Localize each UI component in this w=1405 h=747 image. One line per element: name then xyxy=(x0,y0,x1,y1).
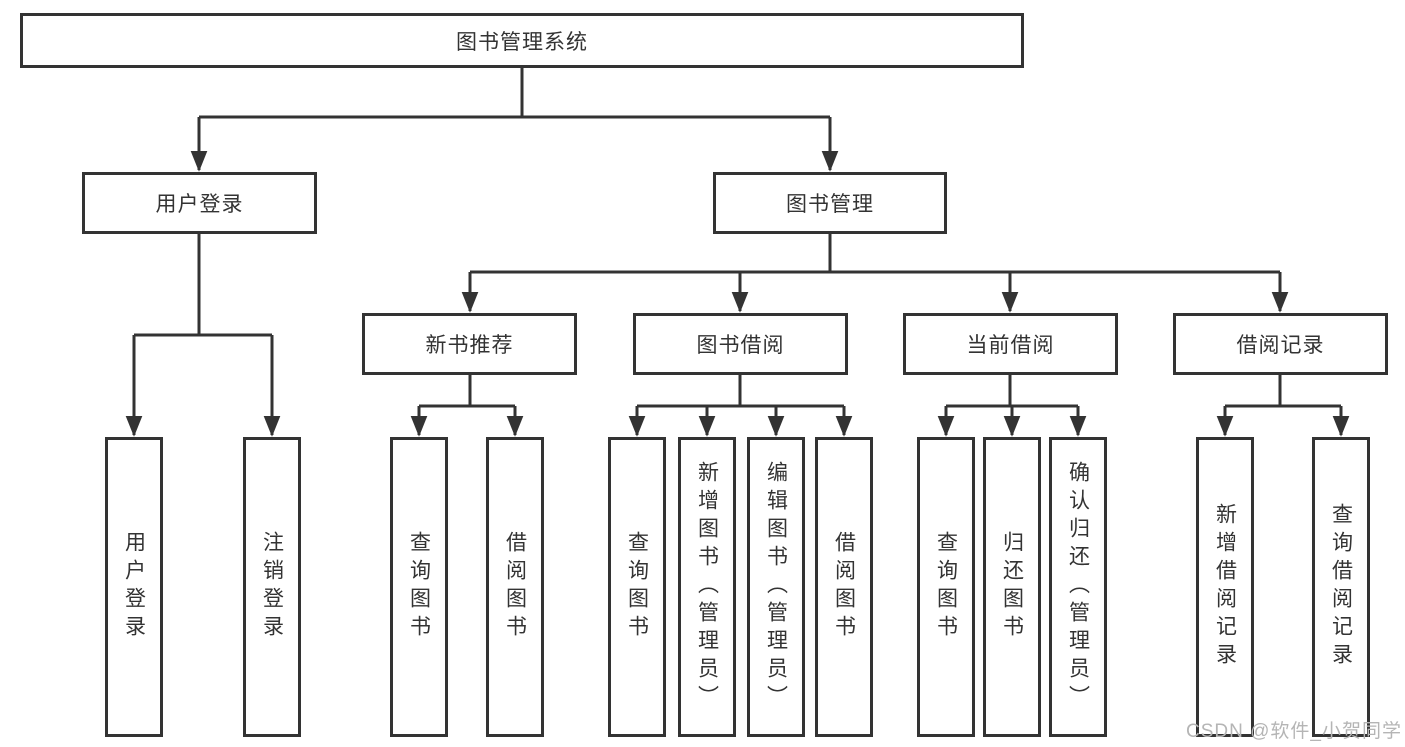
node-label: 图书管理 xyxy=(786,193,874,216)
node-leaf-query-books-1: 查询图书 xyxy=(390,437,448,737)
node-leaf-logout: 注销登录 xyxy=(243,437,301,737)
node-label: 图书借阅 xyxy=(696,334,785,357)
node-book-management-branch: 图书管理 xyxy=(713,172,947,234)
node-label: 归还图书 xyxy=(1000,531,1024,643)
node-leaf-return-book: 归还图书 xyxy=(983,437,1041,737)
node-label: 当前借阅 xyxy=(966,334,1055,357)
node-borrow-records-group: 借阅记录 xyxy=(1173,313,1388,375)
node-label: 借阅图书 xyxy=(503,531,527,643)
node-new-book-recommend-group: 新书推荐 xyxy=(362,313,577,375)
node-leaf-query-books-3: 查询图书 xyxy=(917,437,975,737)
node-label: 编辑图书（管理员） xyxy=(764,461,788,713)
node-label: 用户登录 xyxy=(122,531,146,643)
node-label: 注销登录 xyxy=(260,531,284,643)
node-book-borrow-group: 图书借阅 xyxy=(633,313,848,375)
node-label: 查询图书 xyxy=(934,531,958,643)
node-label: 查询图书 xyxy=(625,531,649,643)
node-label: 查询图书 xyxy=(407,531,431,643)
node-root-system: 图书管理系统 xyxy=(20,13,1024,68)
node-label: 新增图书（管理员） xyxy=(695,461,719,713)
node-label: 用户登录 xyxy=(155,193,244,216)
node-leaf-add-borrow-record: 新增借阅记录 xyxy=(1196,437,1254,737)
node-label: 查询借阅记录 xyxy=(1329,503,1353,671)
node-label: 新增借阅记录 xyxy=(1213,503,1237,671)
node-label: 确认归还（管理员） xyxy=(1066,461,1090,713)
csdn-watermark: CSDN @软件_小贺同学 xyxy=(1186,721,1402,742)
node-label: 借阅图书 xyxy=(832,531,856,643)
node-leaf-confirm-return-admin: 确认归还（管理员） xyxy=(1049,437,1107,737)
node-leaf-edit-book-admin: 编辑图书（管理员） xyxy=(747,437,805,737)
node-leaf-user-login: 用户登录 xyxy=(105,437,163,737)
node-label: 图书管理系统 xyxy=(456,30,588,54)
node-label: 借阅记录 xyxy=(1236,334,1325,357)
node-label: 新书推荐 xyxy=(425,334,514,357)
node-current-borrow-group: 当前借阅 xyxy=(903,313,1118,375)
node-leaf-borrow-books-1: 借阅图书 xyxy=(486,437,544,737)
node-leaf-borrow-books-2: 借阅图书 xyxy=(815,437,873,737)
node-leaf-query-books-2: 查询图书 xyxy=(608,437,666,737)
node-leaf-add-book-admin: 新增图书（管理员） xyxy=(678,437,736,737)
node-leaf-query-borrow-record: 查询借阅记录 xyxy=(1312,437,1370,737)
node-user-login-branch: 用户登录 xyxy=(82,172,317,234)
